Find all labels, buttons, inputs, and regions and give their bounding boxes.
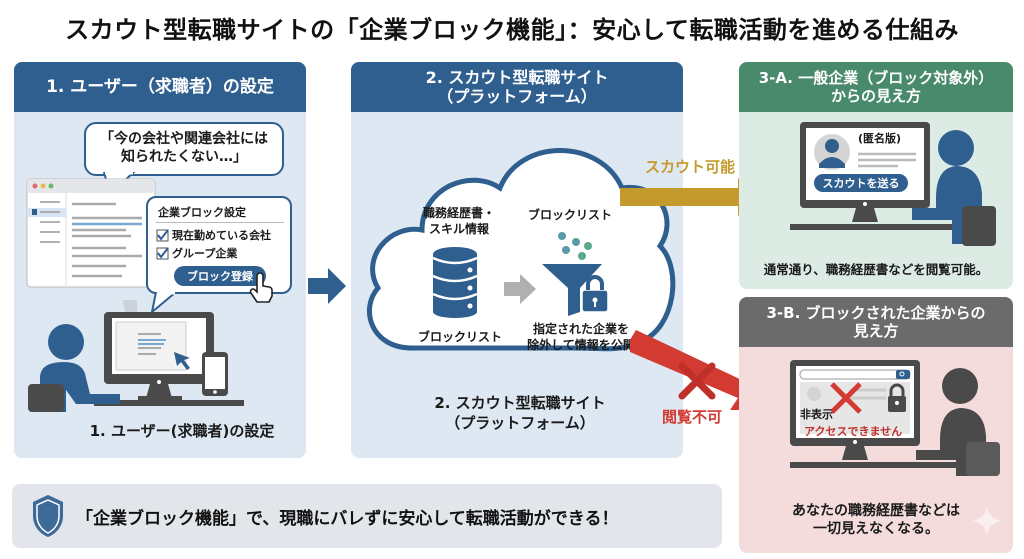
summary-message: 「企業ブロック機能」で、現職にバレずに安心して転職活動ができる！ <box>76 508 619 529</box>
panel-general-company-header-line-2: からの見え方 <box>830 87 921 105</box>
panel-blocked-company-header-line-1: 3-B. ブロックされた企業からの <box>766 304 986 322</box>
panel-general-company-caption: 通常通り、職務経歴書などを閲覧可能。 <box>763 262 989 277</box>
block-settings-popup: 企業ブロック設定 現在勤めている会社 グループ企業 ブロック登録 <box>146 196 292 294</box>
resume-skill-label: 職務経歴書・ スキル情報 <box>414 206 504 237</box>
checkbox-group-company[interactable]: グループ企業 <box>156 245 237 261</box>
scout-ok-label: スカウト可能 <box>644 158 735 176</box>
panel-blocked-company-caption: あなたの職務経歴書などは 一切見えなくなる。 <box>742 502 1010 538</box>
flow-arrow-icon <box>308 268 346 304</box>
shield-icon <box>33 495 63 537</box>
speech-line-1: 「今の会社や関連会社には <box>100 131 268 147</box>
resume-skill-label-line-2: スキル情報 <box>428 221 489 236</box>
database-icon <box>432 247 478 318</box>
panel-blocked-company-caption-line-2: 一切見えなくなる。 <box>813 521 939 538</box>
anonymous-label: (匿名版) <box>858 132 902 145</box>
filter-caption-line-1: 指定された企業を <box>532 322 629 336</box>
panel-platform-caption: 2. スカウト型転職サイト （プラットフォーム） <box>380 394 660 433</box>
panel-blocked-company-caption-line-1: あなたの職務経歴書などは <box>792 503 960 519</box>
settings-tail-icon <box>150 292 178 314</box>
block-settings-title: 企業ブロック設定 <box>158 206 246 219</box>
gray-arrow-icon <box>504 274 536 304</box>
sparkle-icon <box>972 506 1002 536</box>
speech-bubble: 「今の会社や関連会社には 知られたくない…」 <box>84 122 284 176</box>
blocklist-filter-label: ブロックリスト <box>527 208 612 222</box>
panel-platform-caption-line-1: 2. スカウト型転職サイト <box>434 394 606 412</box>
panel-platform-header-line-2: （プラットフォーム） <box>437 87 597 106</box>
checkbox-current-company-label: 現在勤めている会社 <box>172 229 271 242</box>
page-title: スカウト型転職サイトの「企業ブロック機能」：安心して転職活動を進める仕組み <box>65 16 959 44</box>
panel-platform-header-line-1: 2. スカウト型転職サイト <box>425 67 609 87</box>
blocked-viewer-icon <box>790 360 1000 476</box>
panel-blocked-company-header-line-2: 見え方 <box>853 322 899 340</box>
checkbox-group-company-label: グループ企業 <box>172 247 238 260</box>
block-register-button[interactable]: ブロック登録 <box>174 266 266 286</box>
checkbox-checked-icon <box>156 246 169 259</box>
access-denied-label: アクセスできません <box>804 425 903 438</box>
speech-line-2: 知られたくない…」 <box>121 149 247 166</box>
browser-window-icon <box>26 178 156 288</box>
summary-banner: 「企業ブロック機能」で、現職にバレずに安心して転職活動ができる！ <box>12 484 722 548</box>
panel-general-company-header-line-1: 3-A. 一般企業（ブロック対象外） <box>758 69 994 87</box>
hidden-label: 非表示 <box>800 408 833 421</box>
filter-caption-line-2: 除外して情報を公開 <box>527 337 635 352</box>
user-at-computer-icon <box>28 300 244 412</box>
panel-general-company-header: 3-A. 一般企業（ブロック対象外） からの見え方 <box>739 62 1013 112</box>
panel-user-settings-caption: 1. ユーザー(求職者)の設定 <box>89 422 275 440</box>
panel-blocked-company-header: 3-B. ブロックされた企業からの 見え方 <box>739 297 1013 347</box>
hand-cursor-icon <box>249 272 273 303</box>
checkbox-current-company[interactable]: 現在勤めている会社 <box>156 227 271 243</box>
checkbox-checked-icon <box>156 228 169 241</box>
filter-caption: 指定された企業を 除外して情報を公開 <box>516 322 646 353</box>
view-ng-label: 閲覧不可 <box>661 408 722 426</box>
scout-ok-arrow-icon <box>620 178 762 216</box>
blocklist-caption: ブロックリスト <box>417 330 502 344</box>
panel-platform-caption-line-2: （プラットフォーム） <box>445 413 595 432</box>
send-scout-button[interactable]: スカウトを送る <box>814 174 908 192</box>
panel-platform-header: 2. スカウト型転職サイト （プラットフォーム） <box>351 62 683 112</box>
panel-user-settings-header: 1. ユーザー（求職者）の設定 <box>14 62 306 112</box>
resume-skill-label-line-1: 職務経歴書・ <box>422 206 495 220</box>
filter-funnel-icon <box>542 232 609 316</box>
view-ng-arrow-icon <box>630 330 774 410</box>
